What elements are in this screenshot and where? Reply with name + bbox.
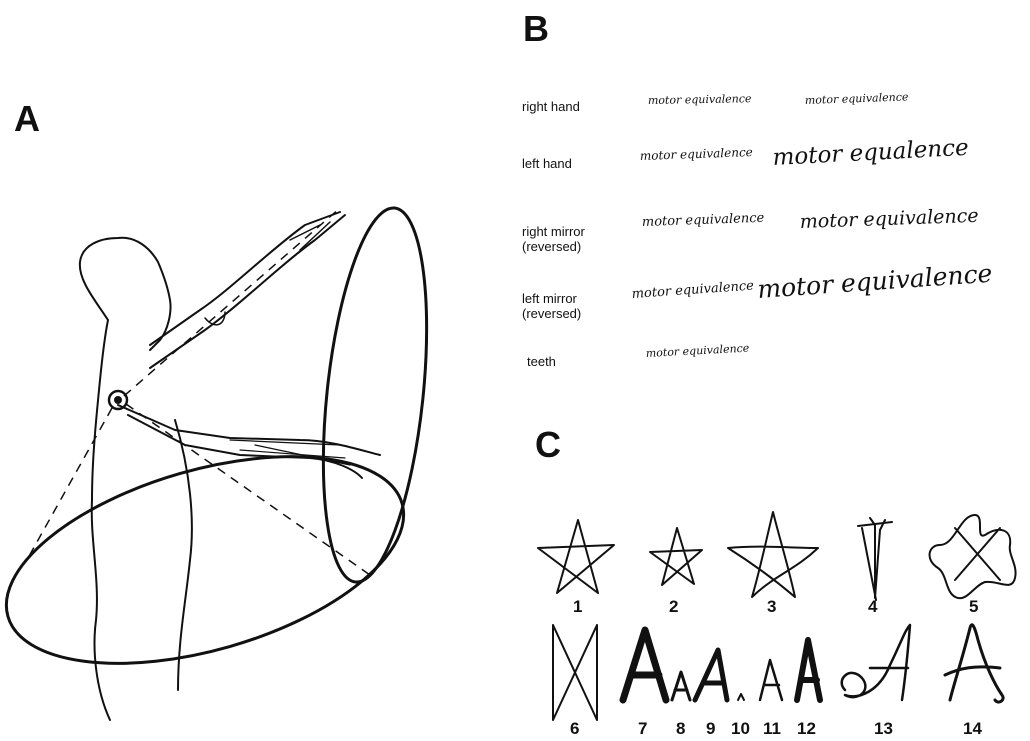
shape-number-13: 13 — [874, 719, 893, 739]
shape-number-7: 7 — [638, 719, 647, 739]
shape-number-8: 8 — [676, 719, 685, 739]
shape-number-5: 5 — [969, 597, 978, 617]
star-shape-3 — [728, 512, 818, 597]
star-shape-1 — [538, 520, 614, 593]
letter-a-shape-12 — [797, 640, 820, 700]
letter-a-shape-9 — [695, 650, 727, 700]
hourglass-shape-6 — [553, 625, 597, 720]
letter-a-shape-8 — [672, 672, 690, 700]
shape-number-11: 11 — [763, 719, 781, 739]
shape-number-10: 10 — [731, 719, 750, 739]
shape-number-6: 6 — [570, 719, 579, 739]
shape-number-3: 3 — [767, 597, 776, 617]
letter-a-shape-14 — [945, 625, 1003, 702]
star-shape-4 — [858, 518, 892, 600]
letter-a-shape-13 — [842, 625, 910, 700]
shape-number-1: 1 — [573, 597, 582, 617]
letter-a-shape-11 — [760, 660, 782, 700]
star-shape-2 — [650, 528, 702, 585]
letter-a-shape-10 — [738, 694, 744, 700]
shape-number-12: 12 — [797, 719, 816, 739]
shape-number-14: 14 — [963, 719, 982, 739]
letter-a-shape-7 — [623, 630, 666, 700]
shape-number-9: 9 — [706, 719, 715, 739]
star-shape-5 — [930, 515, 1016, 598]
shape-number-4: 4 — [868, 597, 877, 617]
shape-number-2: 2 — [669, 597, 678, 617]
